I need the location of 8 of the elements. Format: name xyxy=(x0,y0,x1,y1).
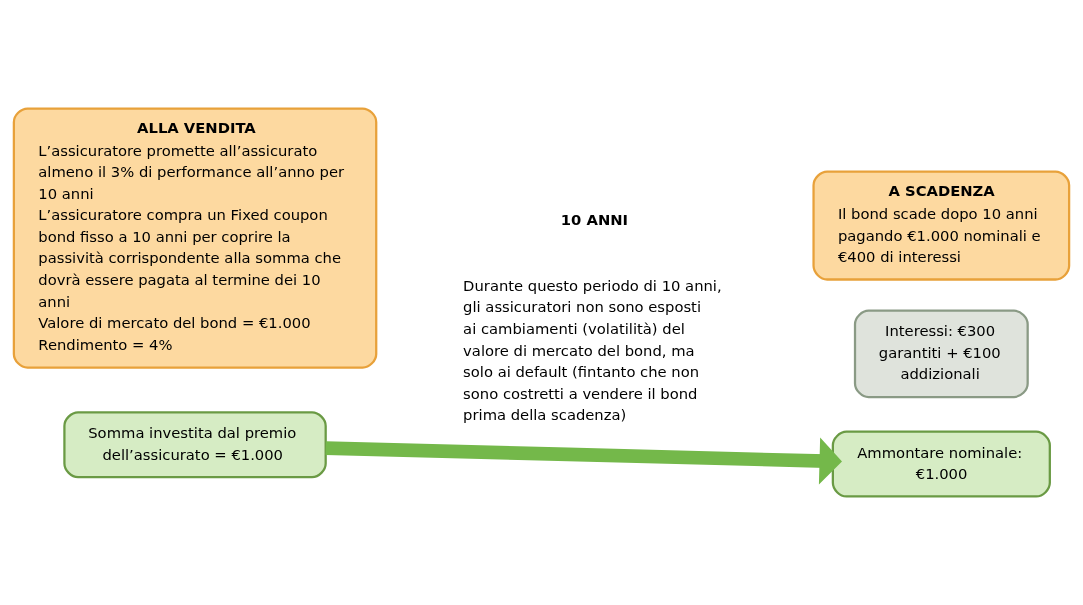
label: Durante questo periodo di 10 anni, gli assicuratori non sono esposti ai cambiamenti (volatilità) del valore di mercato del bond, ma solo ai default (fintanto che non sono costretti a vendere il bond prima della scadenza) xyxy=(463,276,722,424)
node-box: ALLA VENDITA L’assicuratore promette all’assicurato almeno il 3% di performance all’anno per 10 anni L’assicuratore compra un Fixed coupon bond fisso a 10 anni per coprire la passività corrispondente alla somma che dovrà essere pagata al termine dei 10 anni Valore di mercato del bond = €1.000 Rendimento = 4% xyxy=(12,107,378,369)
node-box: Somma investita dal premio dell’assicurato = €1.000 xyxy=(63,411,327,479)
label: 10 ANNI xyxy=(560,210,629,228)
node-box: A SCADENZA Il bond scade dopo 10 anni pagando €1.000 nominali e €400 di interessi xyxy=(812,170,1071,281)
node-box: Ammontare nominale: €1.000 xyxy=(831,430,1051,498)
arrow xyxy=(325,437,842,485)
node-box: Interessi: €300 garantiti + €100 addizionali xyxy=(853,309,1029,399)
